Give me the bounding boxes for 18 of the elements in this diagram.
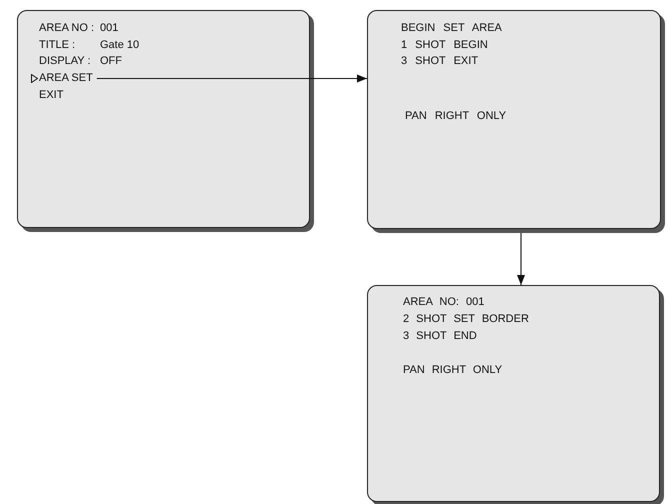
menu-text: OFF	[100, 55, 122, 68]
menu-text: 3 SHOT EXIT	[401, 55, 478, 68]
menu-text: 001	[100, 22, 118, 35]
menu-text: PAN RIGHT ONLY	[403, 364, 502, 377]
menu-text: TITLE :	[39, 39, 76, 52]
menu-text: Gate 10	[100, 39, 140, 52]
menu-text: AREA NO: 001	[403, 296, 484, 309]
menu-text: 2 SHOT SET BORDER	[403, 313, 529, 326]
menu-text: AREA NO :	[39, 22, 94, 35]
menu-text: 1 SHOT BEGIN	[401, 39, 488, 52]
menu-text: PAN RIGHT ONLY	[405, 110, 506, 123]
arrow	[517, 232, 525, 286]
menu-text: DISPLAY :	[39, 55, 91, 68]
menu-text: 3 SHOT END	[403, 330, 477, 343]
menu-text: EXIT	[39, 89, 64, 102]
menu-text: AREA SET	[39, 72, 93, 84]
arrow	[96, 74, 368, 82]
menu-text: BEGIN SET AREA	[401, 22, 502, 35]
